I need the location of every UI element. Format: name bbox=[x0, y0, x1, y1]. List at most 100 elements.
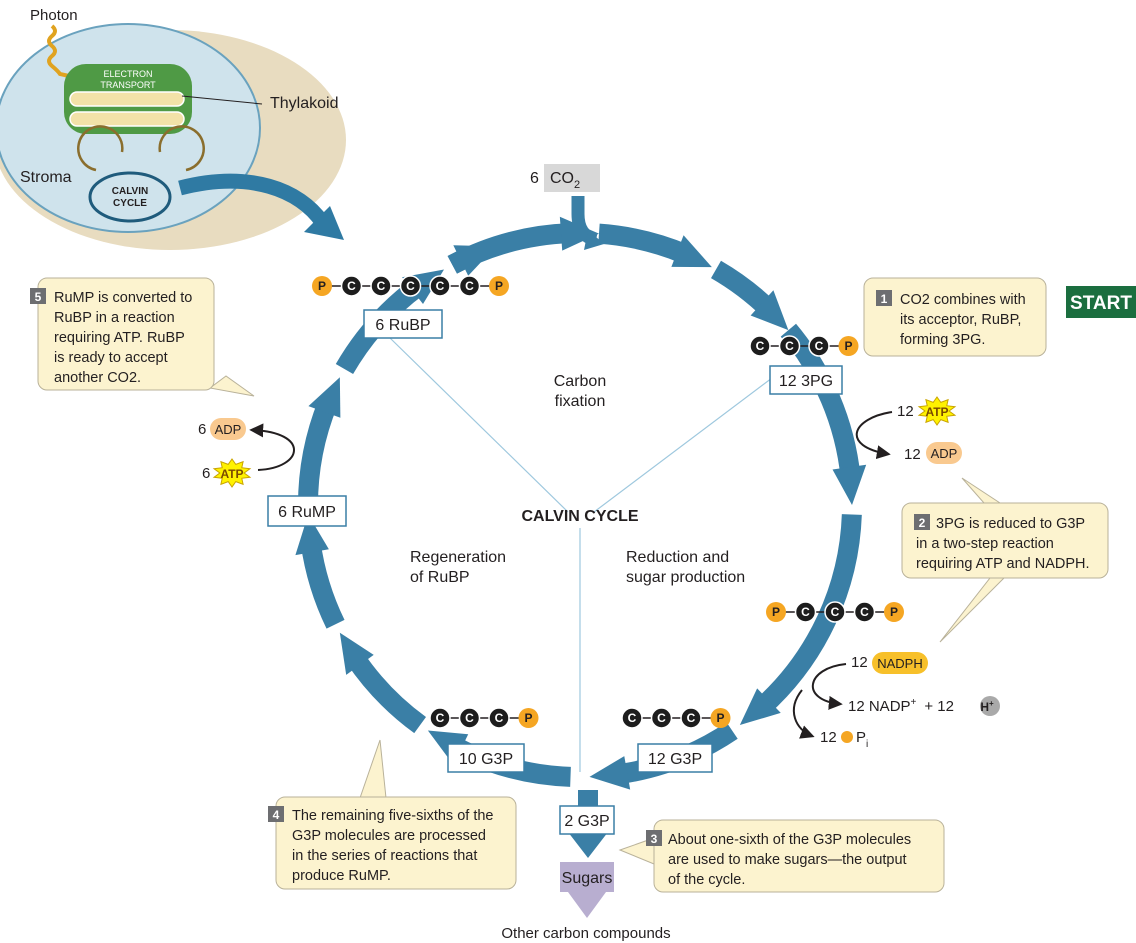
step-1-line-2: its acceptor, RuBP, bbox=[900, 312, 1021, 328]
co2-input: 6 CO2 bbox=[530, 164, 604, 250]
carbon-symbol: C bbox=[495, 711, 504, 725]
pg3-box bbox=[769, 365, 843, 395]
center-title: CALVIN CYCLE bbox=[521, 508, 638, 525]
carbon-atom bbox=[621, 707, 643, 729]
electron-transport-label-1: ELECTRON bbox=[103, 69, 152, 79]
cycle-arrowhead-8 bbox=[339, 632, 374, 675]
step-4-badge bbox=[268, 806, 284, 822]
calvin-cycle-ring bbox=[295, 216, 867, 790]
step-4-tail bbox=[359, 739, 387, 799]
step-5-badge bbox=[30, 288, 46, 304]
energy-nadph: 12 NADPH 12 NADP++ 12 H+ 12 Pi bbox=[792, 652, 1000, 750]
photon-label: Photon bbox=[30, 7, 78, 24]
carbon-symbol: C bbox=[465, 711, 474, 725]
g3p-2-box bbox=[559, 805, 615, 835]
atp-left-count: 6 bbox=[202, 465, 210, 482]
phosphate-group bbox=[312, 276, 332, 296]
co2-entry-arrowhead bbox=[584, 230, 604, 250]
nadph-pill bbox=[872, 652, 928, 674]
co2-molecule: CO2 bbox=[550, 170, 580, 191]
carbon-atom bbox=[429, 707, 451, 729]
cycle-arrowhead-4 bbox=[832, 464, 867, 505]
carbon-atom bbox=[340, 275, 363, 297]
phosphate-symbol: P bbox=[524, 711, 532, 725]
atp-left-burst bbox=[212, 458, 252, 488]
rump-label: 6 RuMP bbox=[278, 504, 336, 521]
start-badge bbox=[1066, 286, 1136, 318]
g3p-12-box bbox=[637, 743, 713, 773]
nadp-label: 12 NADP++ 12 bbox=[848, 697, 954, 715]
carbon-atom bbox=[749, 335, 771, 357]
photon-arrow bbox=[47, 24, 79, 80]
atp-left-label: ATP bbox=[220, 467, 243, 481]
step-2-callout: 2 3PG is reduced to G3P in a two-step re… bbox=[901, 477, 1109, 643]
phosphate-symbol: P bbox=[318, 279, 326, 293]
carbon-symbol: C bbox=[347, 279, 356, 293]
carbon-symbol: C bbox=[785, 339, 794, 353]
phosphate-symbol: P bbox=[495, 279, 503, 293]
step-2-badge bbox=[914, 514, 930, 530]
step-2-num: 2 bbox=[919, 516, 926, 530]
carbon-atom bbox=[429, 275, 451, 297]
step-1-bubble bbox=[863, 277, 1047, 357]
atp-right-label: ATP bbox=[925, 405, 948, 419]
rubp-box bbox=[363, 309, 443, 339]
proton-label: H+ bbox=[980, 699, 994, 714]
carbon-atom bbox=[370, 275, 392, 297]
pi-dot bbox=[841, 731, 853, 743]
step-3-line-2: are used to make sugars—the output bbox=[668, 852, 907, 868]
carbon-atom bbox=[853, 601, 876, 623]
proton-circle bbox=[980, 696, 1000, 716]
phase-carbon-fixation-1: Carbon bbox=[554, 373, 606, 390]
adp-left-pill bbox=[210, 418, 246, 440]
rump-box bbox=[267, 495, 347, 527]
pi-label: Pi bbox=[856, 729, 868, 750]
step-1-num: 1 bbox=[881, 292, 888, 306]
nadph-label: NADPH bbox=[877, 656, 923, 671]
carbon-symbol: C bbox=[815, 339, 824, 353]
inset-pointer-arrow bbox=[178, 173, 329, 227]
phase-dividers bbox=[389, 337, 773, 772]
inset-pointer-arrowhead bbox=[304, 206, 344, 240]
thylakoid-label: Thylakoid bbox=[270, 95, 338, 112]
step-5-line-1: RuMP is converted to bbox=[54, 290, 192, 306]
g3p-10-box bbox=[447, 743, 525, 773]
carbon-symbol: C bbox=[801, 605, 810, 619]
step-3-callout: 3 About one-sixth of the G3P molecules a… bbox=[618, 819, 945, 893]
phase-reduction-1: Reduction and bbox=[626, 549, 729, 566]
carbon-symbol: C bbox=[756, 339, 765, 353]
carbon-symbol: C bbox=[406, 279, 415, 293]
step-3-line-1: About one-sixth of the G3P molecules bbox=[668, 832, 911, 848]
phosphate-symbol: P bbox=[716, 711, 724, 725]
stroma-cycle-arrow-right bbox=[158, 125, 205, 172]
output-stem: 2 G3P Sugars Other carbon compounds bbox=[501, 790, 671, 942]
cycle-arrowhead-9 bbox=[295, 514, 329, 556]
carbon-atom bbox=[458, 275, 481, 297]
phosphate-group bbox=[710, 708, 731, 728]
cycle-arrowhead-5 bbox=[739, 688, 781, 726]
adp-right-count: 12 bbox=[904, 446, 921, 463]
cycle-arrowhead-2 bbox=[671, 235, 712, 268]
chloroplast-inset: Photon ELECTRON TRANSPORT Thylakoid Stro… bbox=[0, 7, 346, 250]
cycle-arc-segment-8 bbox=[346, 651, 427, 734]
carbon-symbol: C bbox=[687, 711, 696, 725]
phosphate-group bbox=[489, 276, 509, 296]
step-5-bubble bbox=[37, 277, 215, 391]
carbon-symbol: C bbox=[436, 279, 445, 293]
g3p-2-label: 2 G3P bbox=[564, 813, 609, 830]
atp-right-count: 12 bbox=[897, 403, 914, 420]
sugars-box bbox=[560, 862, 614, 892]
step-2-tail-bottom bbox=[939, 577, 1006, 643]
adp-left-count: 6 bbox=[198, 421, 206, 438]
rubp-label: 6 RuBP bbox=[375, 317, 430, 334]
step-4-callout: 4 The remaining five-sixths of the G3P m… bbox=[268, 739, 517, 890]
cycle-arrowhead-12 bbox=[453, 245, 496, 276]
electron-transport-label-2: TRANSPORT bbox=[100, 80, 156, 90]
cycle-arrowhead-10 bbox=[308, 377, 341, 418]
carbon-symbol: C bbox=[860, 605, 869, 619]
step-4-line-3: in the series of reactions that bbox=[292, 848, 477, 864]
phase-reduction-2: sugar production bbox=[626, 569, 745, 586]
sugars-arrow bbox=[568, 892, 606, 918]
atp-adp-right-arrow bbox=[855, 411, 893, 460]
carbon-symbol: C bbox=[657, 711, 666, 725]
